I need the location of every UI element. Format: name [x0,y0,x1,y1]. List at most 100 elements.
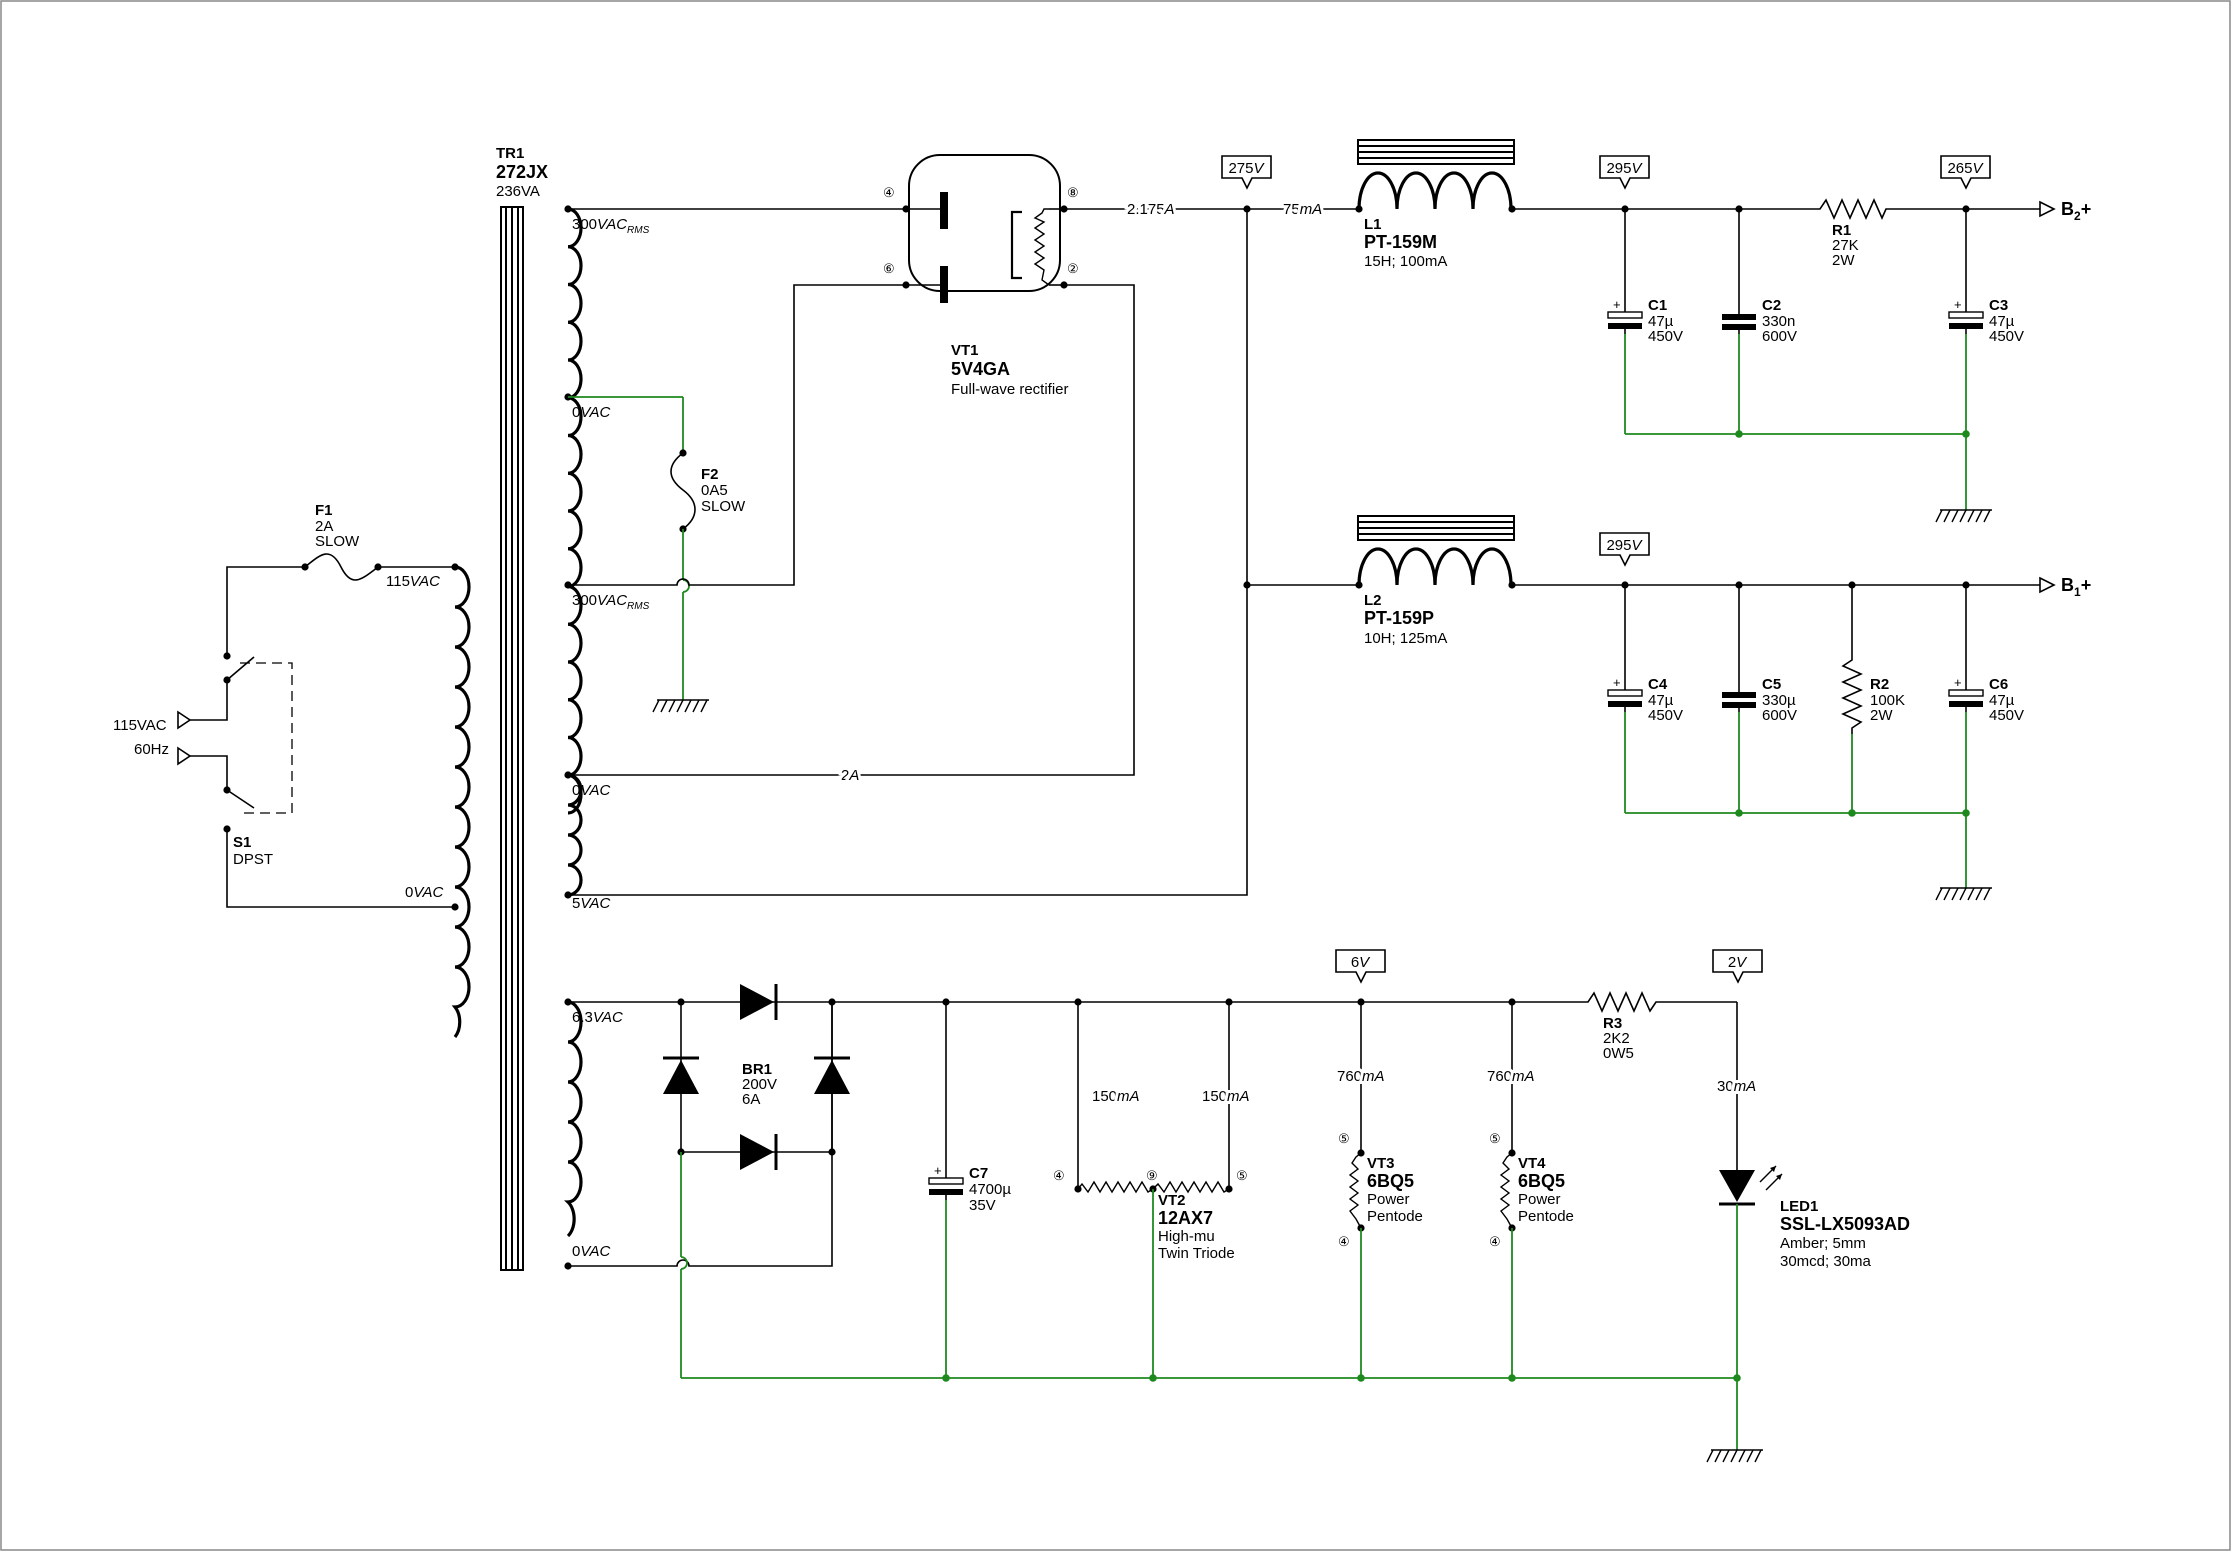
l2-part: PT-159P [1364,608,1434,628]
resistor-icon [1814,198,1890,220]
vt1-desc: Full-wave rectifier [951,381,1069,398]
c6-ref: C6 [1989,676,2008,693]
vt4-ref: VT4 [1518,1155,1546,1172]
connector-icon [2039,576,2056,594]
resistor-icon [1580,991,1664,1013]
tap-pri-top-label: 115VAC [386,573,440,590]
svg-text:295V: 295V [1606,537,1643,554]
tr1-rating: 236VA [496,183,540,200]
rectifier-tube-icon [906,154,1061,303]
tap-hv-top-label: 300VACRMS [572,216,650,236]
c2-volt: 600V [1762,328,1797,345]
vt3-pin-4: ④ [1338,1234,1350,1249]
connector-icon [2039,200,2056,218]
vt4-pin-4: ④ [1489,1234,1501,1249]
mains-connector-icon [177,710,192,766]
tap-fil5-a-label: 0VAC [572,782,611,799]
s1-ref: S1 [233,834,251,851]
c3-ref: C3 [1989,297,2008,314]
f1-value: 2A [315,518,333,535]
c5-volt: 600V [1762,707,1797,724]
r3-value: 2K2 [1603,1030,1630,1047]
mains-volt-label: 115VAC [113,717,167,734]
tap-pri-bot-label: 0VAC [405,884,444,901]
vt2-pin-4: ④ [1053,1168,1065,1183]
current-rect-out: 2.175A [1127,201,1175,218]
vt3-desc2: Pentode [1367,1208,1423,1225]
tr1-part: 272JX [496,162,548,182]
l1-part: PT-159M [1364,232,1437,252]
vt2-pin-9: ⑨ [1146,1168,1158,1183]
b1-label: B1+ [2061,575,2091,599]
capacitor-icon [1721,685,1757,713]
voltage-probe-265: 265V [1940,155,1991,190]
vt3-pin-5: ⑤ [1338,1131,1350,1146]
switch-icon [223,656,293,814]
tap-fil63-a-label: 6.3VAC [572,1009,623,1026]
heater-icon [1348,1152,1362,1229]
f1-type: SLOW [315,533,360,550]
r1-power: 2W [1832,252,1855,269]
vt1-pin-2: ② [1067,261,1079,276]
fuse-icon [304,553,379,581]
current-vt3: 760mA [1337,1068,1385,1085]
l1-ref: L1 [1364,216,1382,233]
c5-value: 330µ [1762,692,1796,709]
s1-type: DPST [233,851,273,868]
c6-volt: 450V [1989,707,2024,724]
vt4-pin-5: ⑤ [1489,1131,1501,1146]
r2-value: 100K [1870,692,1905,709]
vt2-desc2: Twin Triode [1158,1245,1235,1262]
led1-desc2: 30mcd; 30ma [1780,1253,1872,1270]
r2-power: 2W [1870,707,1893,724]
tap-ct-label: 0VAC [572,404,611,421]
inductor-icon [1357,515,1515,586]
f2-value: 0A5 [701,482,728,499]
voltage-probe-295a: 295V [1599,155,1650,190]
f1-ref: F1 [315,502,333,519]
current-fil5: 2A [841,767,859,784]
br1-volt: 200V [742,1076,777,1093]
ground-icon [1935,887,1993,901]
br1-amp: 6A [742,1091,760,1108]
svg-text:265V: 265V [1947,160,1984,177]
tap-hv-bot-label: 300VACRMS [572,592,650,612]
c7-volt: 35V [969,1197,996,1214]
vt1-pin-4: ④ [883,185,895,200]
vt3-part: 6BQ5 [1367,1171,1414,1191]
vt1-pin-8: ⑧ [1067,185,1079,200]
resistor-icon [1841,585,1863,734]
c4-value: 47µ [1648,692,1674,709]
r3-ref: R3 [1603,1015,1622,1032]
current-vt2a: 150mA [1092,1088,1140,1105]
capacitor-icon [1721,307,1757,335]
r1-ref: R1 [1832,222,1851,239]
c4-ref: C4 [1648,676,1668,693]
r1-value: 27K [1832,237,1859,254]
svg-text:275V: 275V [1228,160,1265,177]
transformer-icon [451,206,583,1271]
vt2-desc1: High-mu [1158,1228,1215,1245]
tap-fil63-b-label: 0VAC [572,1243,611,1260]
c1-value: 47µ [1648,313,1674,330]
tr1-ref: TR1 [496,145,524,162]
heater-icon [1499,1152,1513,1229]
svg-text:6V: 6V [1351,954,1371,971]
current-vt2b: 150mA [1202,1088,1250,1105]
voltage-probe-6v: 6V [1335,949,1386,984]
l1-value: 15H; 100mA [1364,253,1447,270]
vt1-ref: VT1 [951,342,979,359]
fuse-icon [670,452,696,530]
tap-fil5-b-label: 5VAC [572,895,611,912]
c1-volt: 450V [1648,328,1683,345]
ground-icon [1706,1449,1764,1463]
f2-ref: F2 [701,466,719,483]
current-l1: 75mA [1283,201,1322,218]
voltage-probe-275: 275V [1221,155,1272,190]
c2-ref: C2 [1762,297,1781,314]
b2-label: B2+ [2061,199,2091,223]
vt3-desc1: Power [1367,1191,1410,1208]
svg-text:2V: 2V [1728,954,1748,971]
